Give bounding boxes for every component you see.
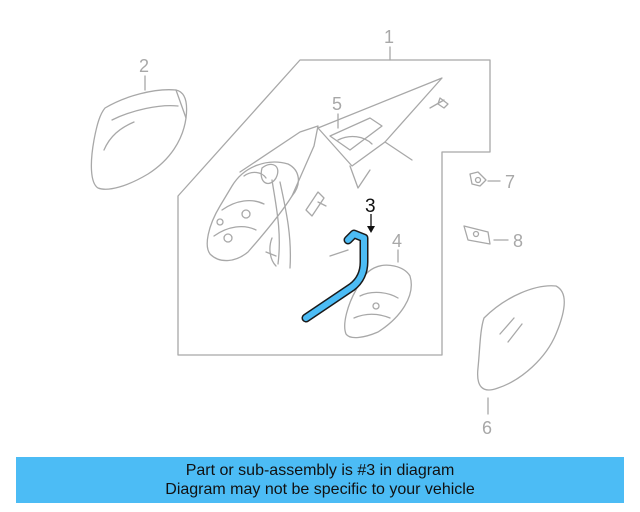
callout-5-label: 5	[332, 94, 342, 114]
screw	[429, 97, 449, 109]
callout-6-label: 6	[482, 418, 492, 438]
small-clip-a	[305, 191, 327, 217]
callout-3-arrowhead	[367, 226, 375, 233]
part-6-mirror-glass	[476, 285, 565, 391]
part-8-bracket	[463, 225, 491, 245]
info-banner: Part or sub-assembly is #3 in diagram Di…	[16, 457, 624, 503]
callout-7-label: 7	[505, 172, 515, 192]
part-7-clip	[469, 171, 487, 187]
mirror-housing	[206, 125, 319, 262]
assembly-1-outline	[177, 59, 491, 356]
callout-1-label: 1	[384, 27, 394, 47]
callout-2-label: 2	[139, 56, 149, 76]
callout-3-label: 3	[365, 196, 376, 217]
small-rod	[329, 249, 349, 257]
banner-line-2: Diagram may not be specific to your vehi…	[165, 481, 475, 498]
part-3-highlighted-rod	[301, 229, 369, 323]
wiring-harness	[265, 179, 292, 269]
part-5-glass-holder	[317, 77, 443, 189]
part-4-lower-cover	[344, 264, 412, 339]
banner-line-1: Part or sub-assembly is #3 in diagram	[185, 462, 455, 479]
callout-8-label: 8	[513, 231, 523, 251]
part-2-mirror-cover	[90, 89, 188, 190]
parts-diagram: 1 2 3 4 5 6 7 8	[90, 27, 565, 438]
callout-4-label: 4	[392, 231, 402, 251]
